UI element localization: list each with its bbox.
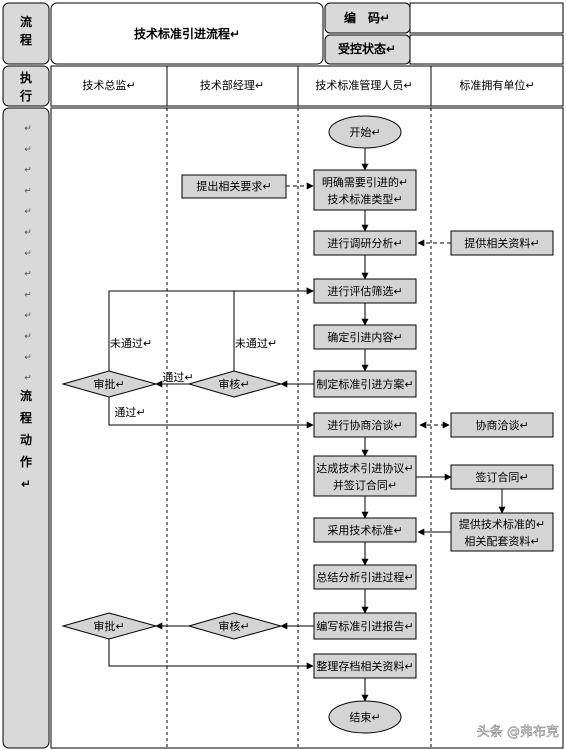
start-node bbox=[328, 115, 402, 149]
lane-header-manager: 技术部经理↵ bbox=[200, 78, 264, 92]
left-return-mark: ↵ bbox=[24, 166, 32, 176]
lane-header-owner: 标准拥有单位↵ bbox=[459, 78, 534, 92]
clarify-label-2: 技术标准类型↵ bbox=[327, 192, 402, 206]
research-box bbox=[313, 230, 417, 256]
connectors bbox=[108, 148, 506, 702]
review-diamond-1 bbox=[187, 370, 283, 398]
clarify-box bbox=[313, 169, 417, 211]
start-label: 开始↵ bbox=[349, 125, 380, 139]
summary-box bbox=[313, 564, 417, 590]
left-return-mark: ↵ bbox=[24, 124, 32, 134]
lane-header-director: 技术总监↵ bbox=[82, 78, 135, 92]
left-return-mark: ↵ bbox=[24, 374, 32, 384]
provide-docs-label-1: 提供技术标准的↵ bbox=[459, 517, 545, 531]
left-return-mark: ↵ bbox=[24, 249, 32, 259]
left-return-mark: ↵ bbox=[24, 145, 32, 155]
archive-box bbox=[313, 653, 417, 679]
negotiate-owner-label: 协商洽谈↵ bbox=[475, 418, 528, 432]
fail-label-director: 未通过↵ bbox=[110, 337, 152, 350]
flow-label-char-1: 流程 bbox=[20, 14, 32, 47]
review-diamond-2 bbox=[187, 612, 283, 640]
agreement-label-2: 并签订合同↵ bbox=[333, 478, 397, 492]
agreement-label-1: 达成技术引进协议↵ bbox=[316, 461, 413, 475]
exec-label: 执行 bbox=[19, 70, 32, 103]
request-box bbox=[181, 174, 287, 199]
plan-box bbox=[313, 370, 417, 398]
agreement-box bbox=[313, 455, 417, 497]
report-box bbox=[313, 612, 417, 640]
header-table: 流程 技术标准引进流程↵ 编 码↵ 受控状态↵ 执行 技术总监↵ 技术部经理↵ … bbox=[2, 2, 564, 107]
provide-info-box bbox=[450, 230, 554, 256]
left-return-mark: ↵ bbox=[24, 311, 32, 321]
adopt-box bbox=[313, 517, 417, 543]
end-label: 结束↵ bbox=[349, 711, 380, 724]
left-return-mark: ↵ bbox=[24, 332, 32, 342]
action-label-cell bbox=[2, 107, 50, 749]
code-label: 编 码↵ bbox=[343, 10, 390, 25]
left-return-marks: ↵ ↵ ↵ ↵ ↵ ↵ ↵ ↵ ↵ ↵ ↵ ↵ ↵ bbox=[24, 124, 32, 384]
sign-label: 签订合同↵ bbox=[475, 470, 528, 484]
flow-label-cell bbox=[2, 2, 50, 65]
plan-label: 制定标准引进方案↵ bbox=[316, 377, 413, 391]
evaluate-box bbox=[313, 278, 417, 304]
adopt-label: 采用技术标准↵ bbox=[327, 523, 402, 537]
provide-docs-label-2: 相关配套资料↵ bbox=[464, 534, 539, 548]
approve-label-2: 审批↵ bbox=[93, 619, 124, 633]
status-label: 受控状态↵ bbox=[338, 41, 396, 56]
approve-diamond-2 bbox=[61, 612, 158, 640]
exec-label-cell bbox=[2, 65, 50, 107]
left-return-mark: ↵ bbox=[24, 270, 32, 280]
page-title: 技术标准引进流程↵ bbox=[134, 26, 240, 41]
report-label: 编写标准引进报告↵ bbox=[316, 619, 413, 633]
fail-label-manager: 未通过↵ bbox=[235, 337, 277, 350]
code-value-cell bbox=[409, 2, 564, 34]
provide-docs-box bbox=[450, 512, 554, 552]
summary-label: 总结分析引进过程↵ bbox=[316, 570, 413, 584]
evaluate-label: 进行评估筛选↵ bbox=[327, 284, 402, 298]
action-label: 流程动作↵ bbox=[20, 388, 32, 491]
lane-header-staff: 技术标准管理人员↵ bbox=[315, 78, 412, 92]
left-return-mark: ↵ bbox=[24, 207, 32, 217]
approve-diamond-1 bbox=[61, 370, 158, 398]
title-cell bbox=[50, 2, 324, 65]
review-label-2: 审核↵ bbox=[218, 619, 249, 633]
clarify-label-1: 明确需要引进的↵ bbox=[322, 175, 408, 189]
left-return-mark: ↵ bbox=[24, 290, 32, 300]
left-return-mark: ↵ bbox=[24, 228, 32, 238]
request-label: 提出相关要求↵ bbox=[196, 179, 271, 193]
pass-label-1: 通过↵ bbox=[162, 371, 193, 384]
approve-label-1: 审批↵ bbox=[93, 377, 124, 391]
provide-info-label: 提供相关资料↵ bbox=[464, 236, 539, 250]
watermark: 头条 @弗布克 bbox=[477, 724, 559, 740]
confirm-label: 确定引进内容↵ bbox=[327, 330, 402, 344]
sign-box bbox=[450, 464, 554, 490]
status-value-cell bbox=[409, 34, 564, 65]
research-label: 进行调研分析↵ bbox=[327, 236, 402, 250]
negotiate-label: 进行协商洽谈↵ bbox=[327, 418, 402, 432]
end-node bbox=[328, 700, 402, 734]
confirm-box bbox=[313, 324, 417, 350]
pass-label-2: 通过↵ bbox=[114, 406, 145, 419]
negotiate-box bbox=[313, 412, 417, 438]
lane-header-row bbox=[50, 65, 564, 107]
left-return-mark: ↵ bbox=[24, 353, 32, 363]
archive-label: 整理存档相关资料↵ bbox=[316, 659, 413, 673]
negotiate-owner-box bbox=[450, 412, 554, 438]
review-label-1: 审核↵ bbox=[218, 377, 249, 391]
left-return-mark: ↵ bbox=[24, 186, 32, 196]
